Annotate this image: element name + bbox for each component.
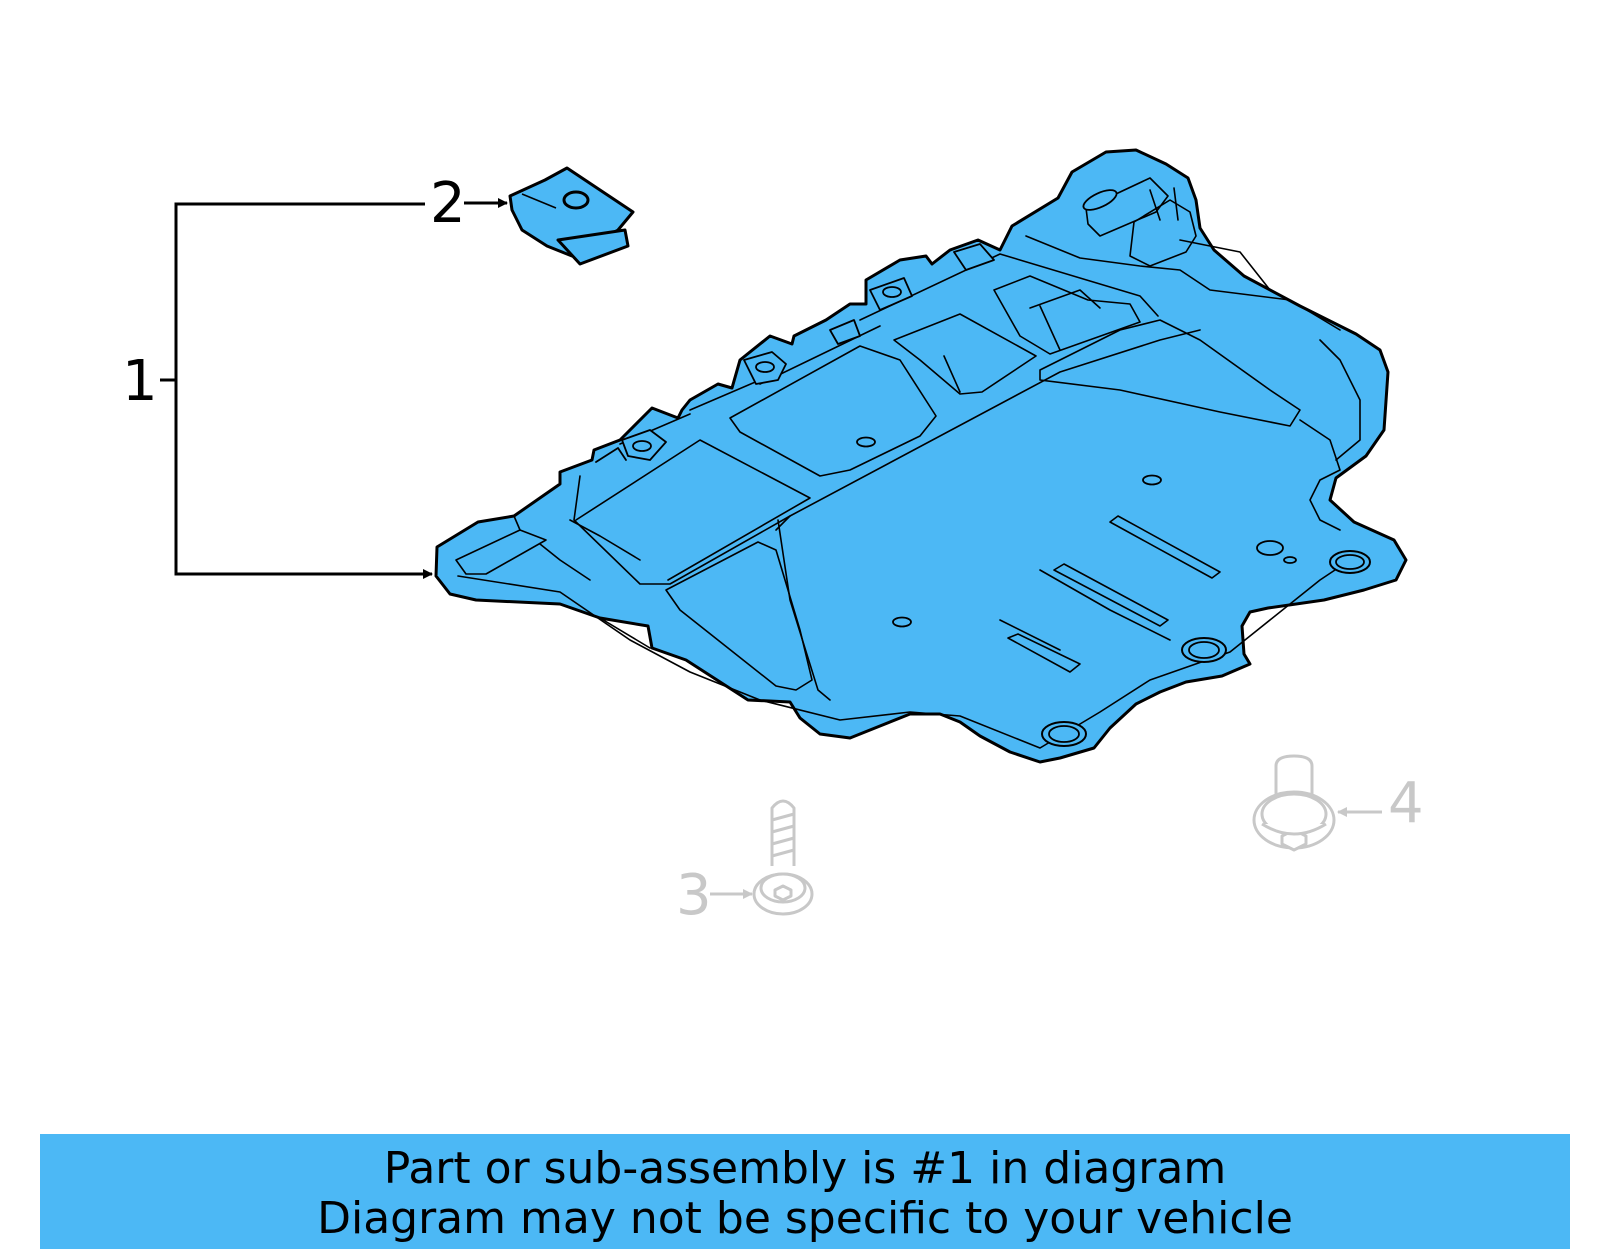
banner-line-2: Diagram may not be specific to your vehi… <box>317 1193 1293 1244</box>
info-banner: Part or sub-assembly is #1 in diagram Di… <box>40 1134 1570 1249</box>
info-banner-bg <box>40 1134 1570 1249</box>
callout-1-leader <box>160 202 433 579</box>
bolt-part <box>1252 754 1336 852</box>
callout-label-1: 1 <box>122 349 158 414</box>
splash-shield-part <box>434 148 1408 764</box>
callout-label-2: 2 <box>430 171 466 236</box>
callout-label-4: 4 <box>1388 771 1424 836</box>
callout-label-3: 3 <box>676 863 712 928</box>
banner-line-1: Part or sub-assembly is #1 in diagram <box>383 1143 1227 1194</box>
screw-part <box>752 799 814 916</box>
clip-nut-part <box>508 166 635 266</box>
